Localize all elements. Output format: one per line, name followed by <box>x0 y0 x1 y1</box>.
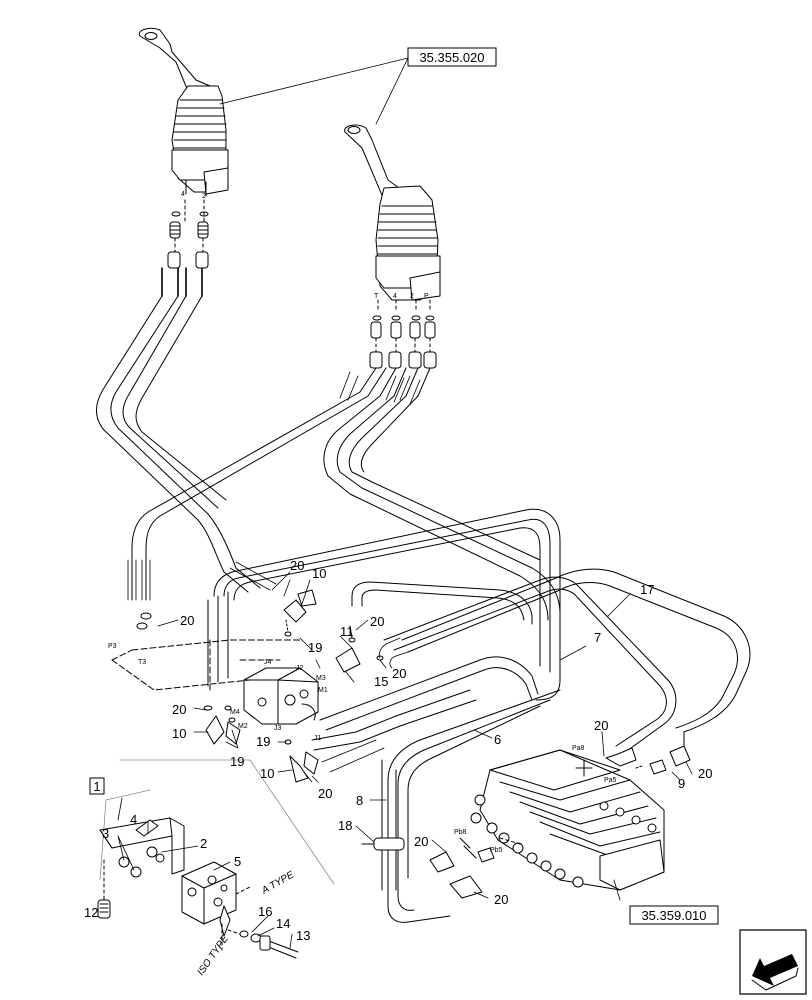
left-joystick <box>138 27 229 197</box>
callout-9: 9 <box>678 776 685 791</box>
port-m2: M2 <box>238 723 248 730</box>
port-j2: J2 <box>296 665 304 672</box>
callout-19-top: 19 <box>308 640 322 655</box>
callout-13: 13 <box>296 928 310 943</box>
port-m3: M3 <box>316 675 326 682</box>
port-right-4: 4 <box>393 293 397 300</box>
callout-10-left: 10 <box>172 726 186 741</box>
callout-12: 12 <box>84 905 98 920</box>
callout-19-bottom: 19 <box>256 734 270 749</box>
port-j1: J1 <box>314 735 322 742</box>
port-right-t: T <box>374 293 379 300</box>
port-pa8: Pa8 <box>572 745 585 752</box>
left-joystick-hoses <box>96 295 261 593</box>
right-joystick <box>344 124 441 301</box>
pa-fittings <box>575 745 691 777</box>
port-right-p: P <box>424 293 429 300</box>
callout-2: 2 <box>200 836 207 851</box>
valve-reference-label: 35.359.010 <box>641 908 706 923</box>
callout-20-pa5: 20 <box>698 766 712 781</box>
hose-clamp-18 <box>361 837 405 851</box>
callout-4: 4 <box>130 812 137 827</box>
callout-10-top: 10 <box>312 566 326 581</box>
callout-8: 8 <box>356 793 363 808</box>
joystick-reference-label: 35.355.020 <box>419 50 484 65</box>
callout-10-bottom: 10 <box>260 766 274 781</box>
port-p3: P3 <box>108 643 117 650</box>
hose-6 <box>319 656 539 731</box>
callout-5: 5 <box>234 854 241 869</box>
callout-14: 14 <box>276 916 290 931</box>
callout-15: 15 <box>374 674 388 689</box>
port-j4: J4 <box>264 659 272 666</box>
a-type-label: A TYPE <box>259 869 296 897</box>
callout-20-upper: 20 <box>290 558 304 573</box>
center-fittings <box>136 589 384 783</box>
left-joystick-fittings <box>161 221 209 297</box>
diverter-valve-block <box>243 667 319 725</box>
port-m4: M4 <box>230 709 240 716</box>
port-m1: M1 <box>318 687 328 694</box>
port-labels: 4 2 T 4 2 P P3 T3 J4 J2 M3 M1 M4 M2 J3 J… <box>108 191 617 854</box>
callout-20-pa8: 20 <box>594 718 608 733</box>
callout-20-m4: 20 <box>172 702 186 717</box>
leader-lines <box>99 57 693 949</box>
port-left-2: 2 <box>202 193 206 200</box>
port-left-4: 4 <box>181 191 185 198</box>
callout-19-left: 19 <box>230 754 244 769</box>
iso-type-label: ISO TYPE <box>195 933 231 977</box>
callout-20-p3: 20 <box>180 613 194 628</box>
callout-3: 3 <box>102 826 109 841</box>
callout-20-pb8: 20 <box>414 834 428 849</box>
valve-reference-box[interactable]: 35.359.010 <box>629 905 719 925</box>
hose-sleeves <box>127 371 421 601</box>
navigation-arrow-icon[interactable] <box>739 929 807 995</box>
callout-17: 17 <box>640 582 654 597</box>
main-control-valve <box>470 749 665 891</box>
port-t3: T3 <box>138 659 146 666</box>
lower-hoses <box>311 689 477 773</box>
callout-20-pb5: 20 <box>494 892 508 907</box>
callout-16: 16 <box>258 904 272 919</box>
port-pb5: Pb5 <box>490 847 503 854</box>
bracket-assembly <box>97 759 335 919</box>
callout-20-mid: 20 <box>370 614 384 629</box>
hose-17 <box>378 568 751 747</box>
port-pb8: Pb8 <box>454 829 467 836</box>
port-right-2: 2 <box>410 293 414 300</box>
item-1-box: 1 <box>89 777 105 795</box>
callout-20-j1: 20 <box>318 786 332 801</box>
callout-7: 7 <box>594 630 601 645</box>
callouts: 2 3 4 5 6 7 8 9 10 10 10 11 12 13 14 15 … <box>84 558 712 943</box>
callout-20-m3: 20 <box>392 666 406 681</box>
port-j3: J3 <box>274 725 282 732</box>
port-pa5: Pa5 <box>604 777 617 784</box>
right-joystick-hoses <box>131 367 561 621</box>
valve-block-hoses <box>207 508 561 701</box>
callout-18: 18 <box>338 818 352 833</box>
callout-6: 6 <box>494 732 501 747</box>
callout-11: 11 <box>340 624 354 639</box>
right-joystick-fittings <box>369 315 437 369</box>
items-13-14-16 <box>227 929 299 959</box>
hose-7 <box>383 576 677 757</box>
callout-1: 1 <box>93 779 100 794</box>
item-5-block <box>181 861 253 951</box>
pb-fittings <box>429 837 521 899</box>
joystick-reference-box[interactable]: 35.355.020 <box>407 47 497 67</box>
